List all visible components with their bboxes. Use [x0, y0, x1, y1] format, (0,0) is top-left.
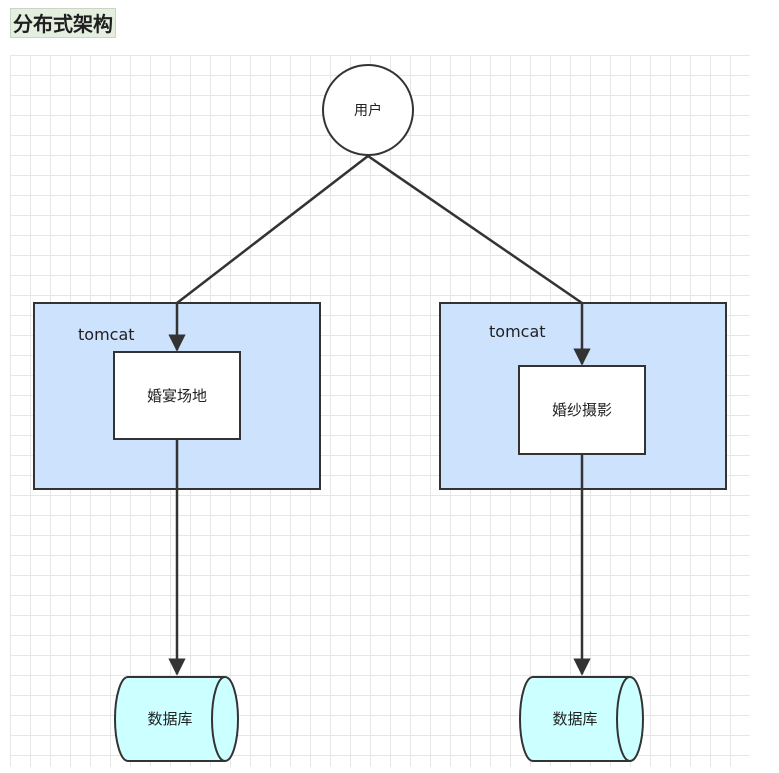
right-database[interactable]: 数据库	[519, 676, 644, 762]
left-app-box[interactable]: 婚宴场地	[113, 351, 241, 440]
right-app-box[interactable]: 婚纱摄影	[518, 365, 646, 455]
user-node[interactable]: 用户	[322, 64, 414, 156]
right-app-label: 婚纱摄影	[552, 401, 612, 419]
right-db-label: 数据库	[552, 710, 597, 728]
left-app-label: 婚宴场地	[147, 387, 207, 405]
right-container-label: tomcat	[489, 322, 546, 341]
left-db-label: 数据库	[147, 710, 192, 728]
user-label: 用户	[354, 102, 382, 119]
left-container-label: tomcat	[78, 325, 135, 344]
connector-user-to-left-app	[168, 155, 369, 352]
left-database[interactable]: 数据库	[114, 676, 239, 762]
connector-user-to-right-app	[367, 154, 591, 366]
page-title: 分布式架构	[10, 8, 116, 38]
